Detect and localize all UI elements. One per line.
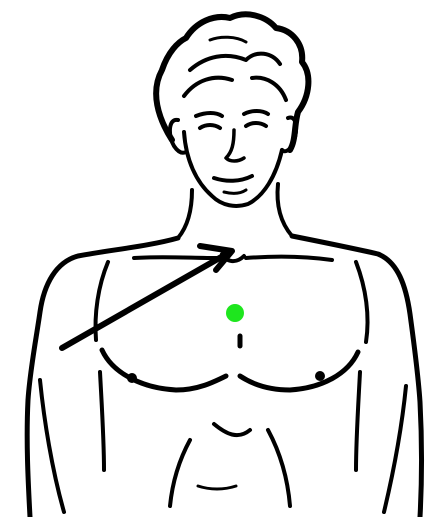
green-dot-icon bbox=[226, 304, 244, 322]
